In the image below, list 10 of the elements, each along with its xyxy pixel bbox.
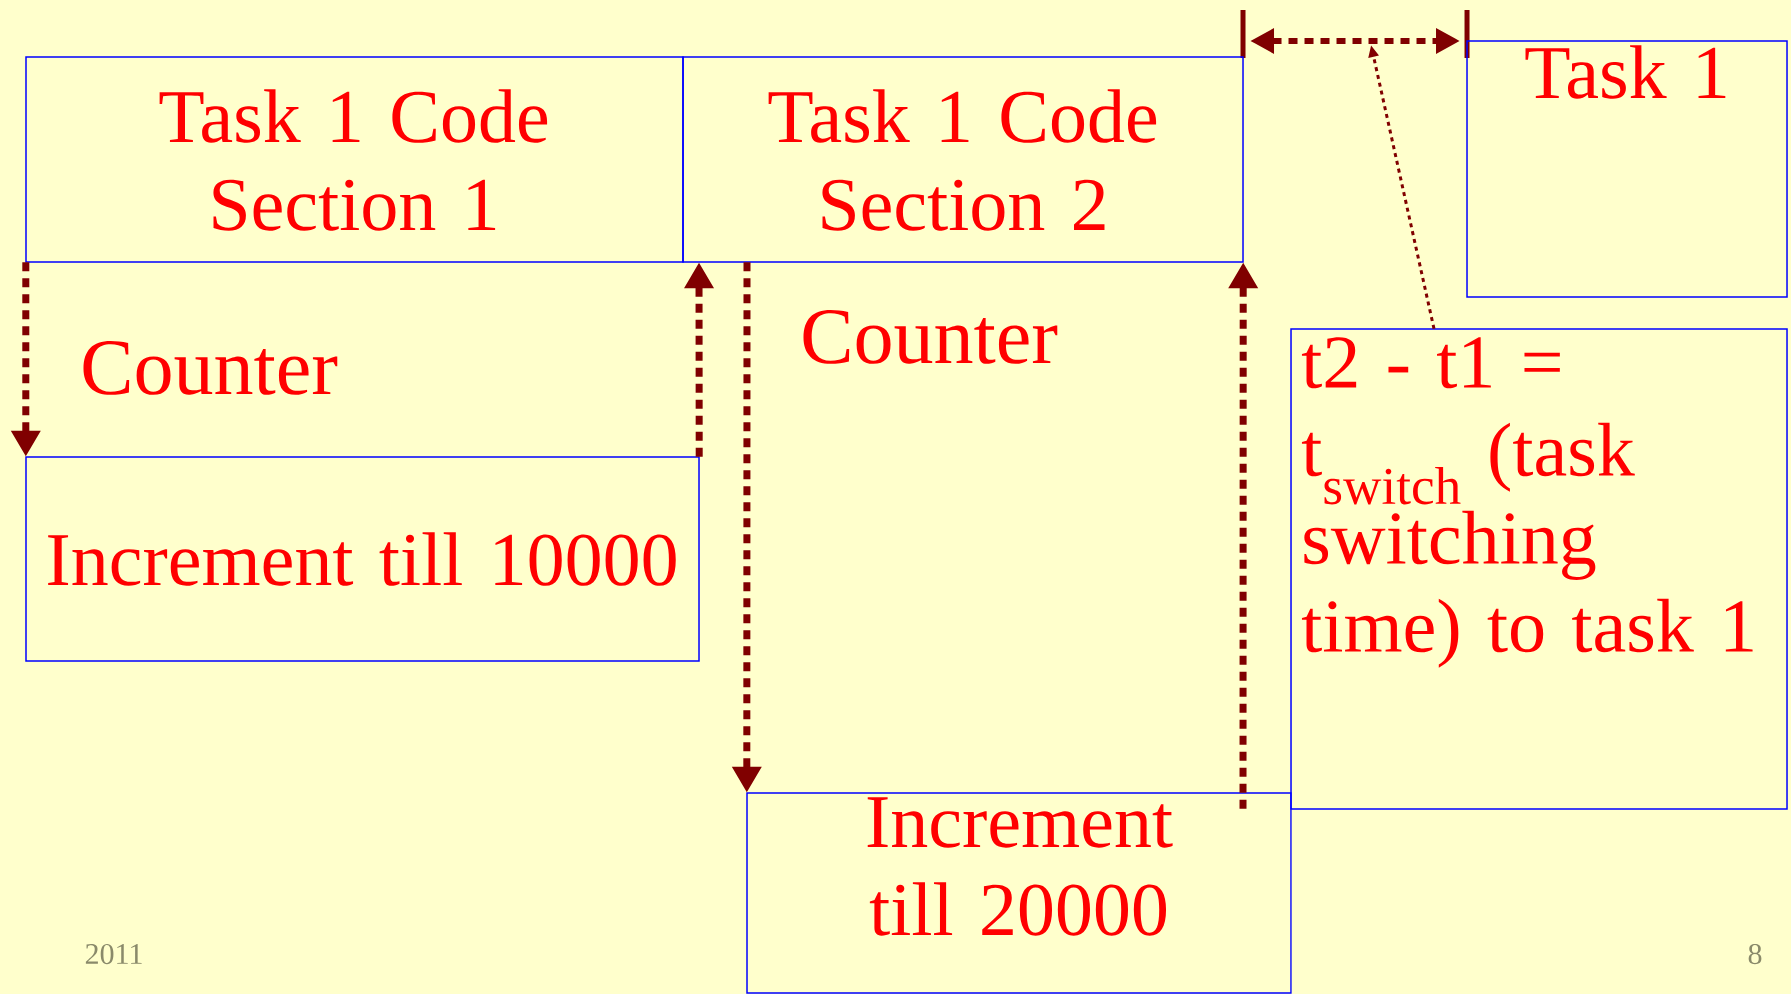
text-box: Increment till 20000 bbox=[746, 792, 1292, 994]
label-text: Counter bbox=[83, 341, 338, 395]
text-box: t2 - t1 = t$_{switch}$ (task switching time) to task 1 bbox=[1290, 328, 1788, 810]
label-text: Counter bbox=[803, 310, 1058, 364]
text-box: Task 1 Code Section 2 bbox=[682, 56, 1244, 263]
footer-text: 2011 bbox=[85, 943, 142, 965]
footer-text: 8 bbox=[1748, 943, 1762, 965]
text-box: Task 1 bbox=[1466, 40, 1788, 298]
text-box: Increment till 10000 bbox=[25, 456, 700, 662]
text-box: Task 1 Code Section 1 bbox=[25, 56, 684, 263]
